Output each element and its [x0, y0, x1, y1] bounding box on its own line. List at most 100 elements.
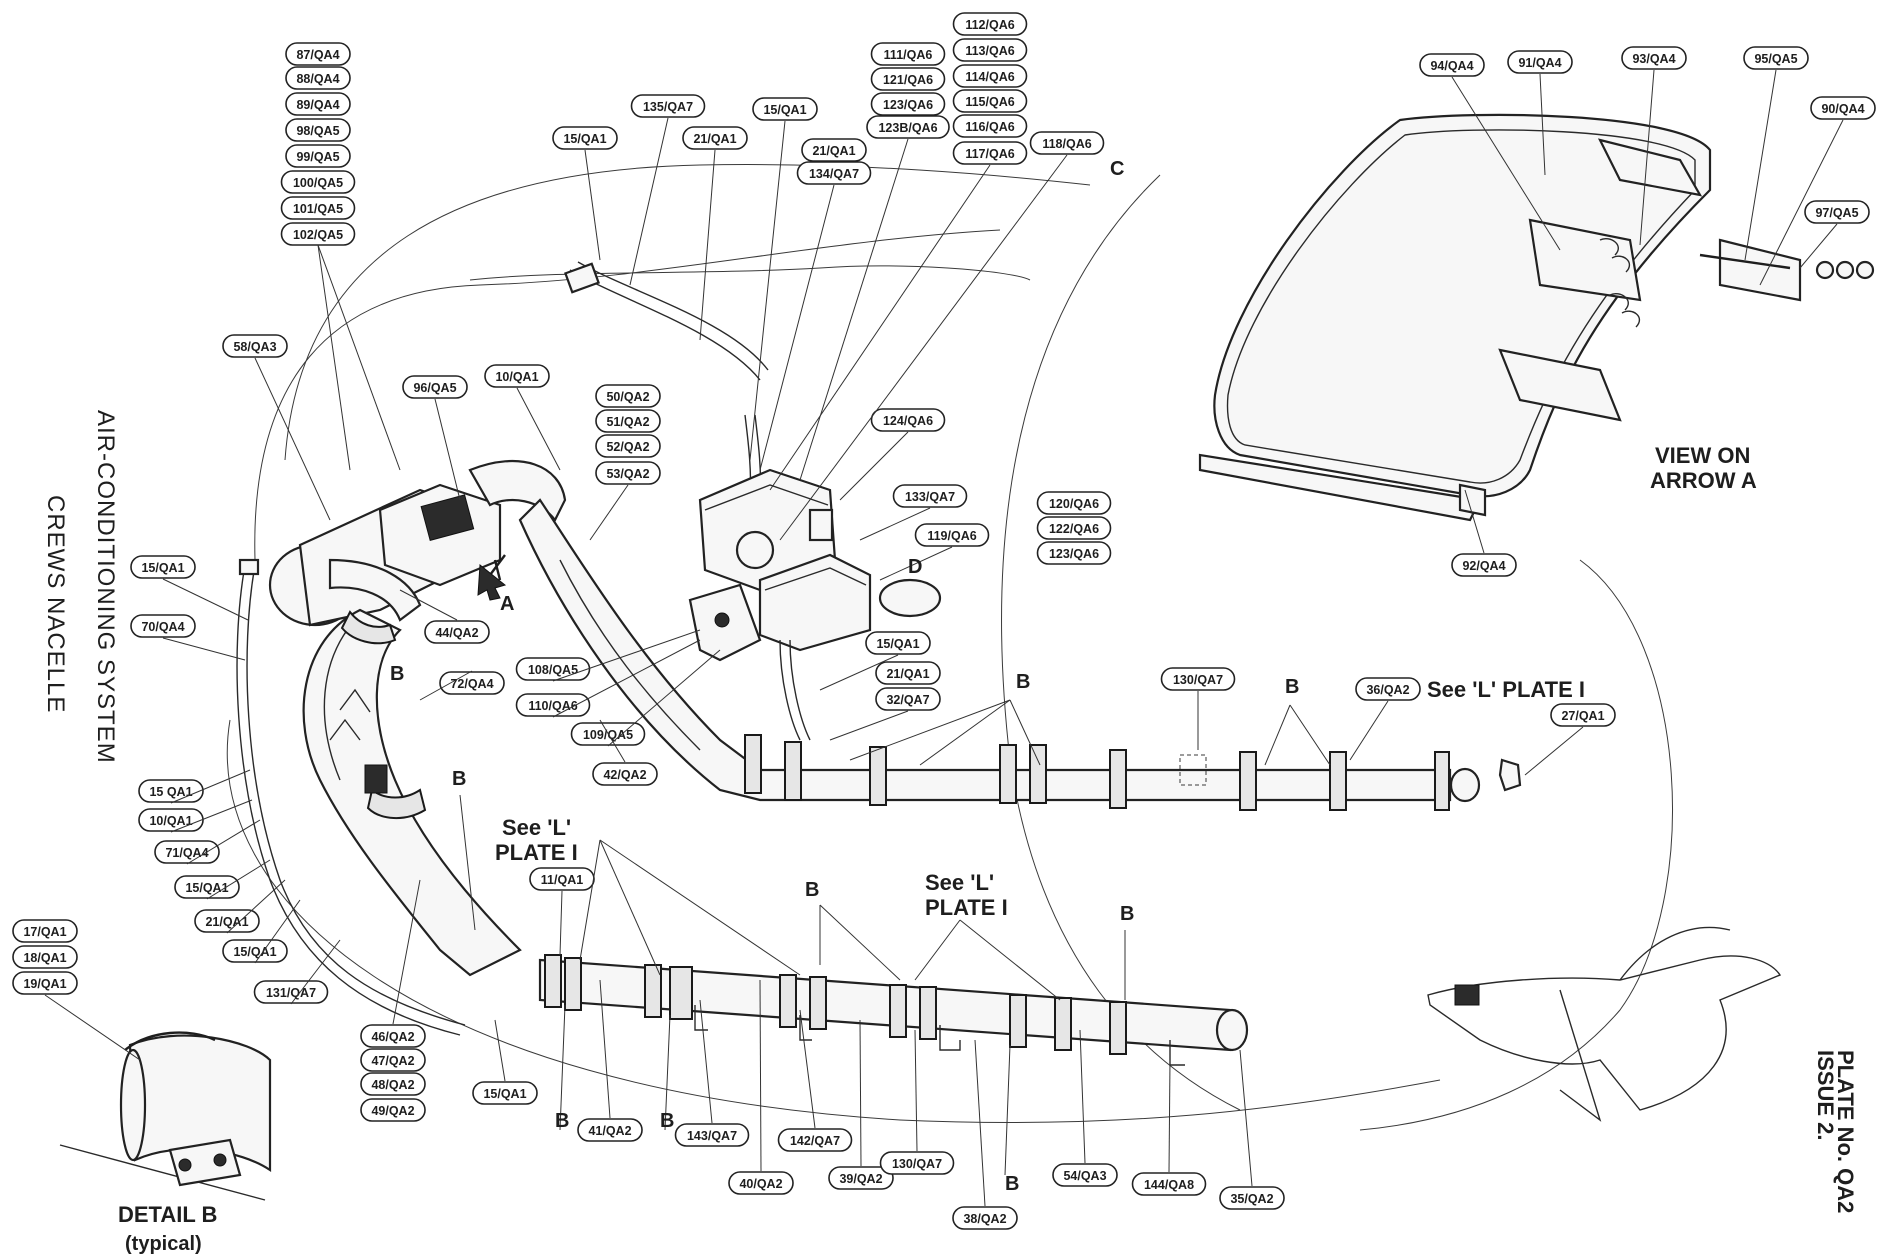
part-tag: 134/QA7 [796, 161, 872, 185]
part-tag-label: 88/QA4 [296, 72, 339, 86]
part-tag: 27/QA1 [1550, 703, 1616, 727]
part-tag: 96/QA5 [402, 375, 468, 399]
leader-line [170, 769, 251, 804]
part-tag-label: 11/QA1 [541, 873, 583, 887]
part-tag: 93/QA4 [1621, 46, 1687, 70]
part-tag: 35/QA2 [1219, 1186, 1285, 1210]
part-tag: 124/QA6 [870, 408, 946, 432]
leader-line [516, 387, 561, 471]
part-tag: 123B/QA6 [866, 115, 950, 139]
title-vertical: AIR-CONDITIONING SYSTEM [92, 410, 119, 764]
part-tag-label: 36/QA2 [1366, 683, 1409, 697]
part-tag: 133/QA7 [892, 484, 968, 508]
part-tag: 72/QA4 [439, 671, 505, 695]
leader-line [629, 117, 669, 286]
part-tag: 15/QA1 [130, 555, 196, 579]
letter-b-5: B [805, 879, 819, 901]
part-tag-label: 91/QA4 [1518, 56, 1561, 70]
aircraft-sketch [1427, 926, 1782, 1122]
upper-duct-clamps [744, 734, 1450, 811]
part-tag-label: 124/QA6 [883, 414, 933, 428]
part-tag: 49/QA2 [360, 1098, 426, 1122]
part-tag: 131/QA7 [253, 980, 329, 1004]
valve-box-d [758, 553, 942, 741]
part-tag: 19/QA1 [12, 971, 78, 995]
leader-line [799, 138, 909, 481]
part-tag: 51/QA2 [595, 409, 661, 433]
part-tag-label: 131/QA7 [266, 986, 316, 1000]
part-tag-label: 92/QA4 [1462, 559, 1505, 573]
leader-line [599, 979, 611, 1119]
leader-line [819, 654, 899, 691]
part-tag: 90/QA4 [1810, 96, 1876, 120]
leader-line [799, 1009, 816, 1129]
part-tag: 114/QA6 [952, 64, 1028, 88]
part-tag: 48/QA2 [360, 1072, 426, 1096]
part-tag: 123/QA6 [870, 92, 946, 116]
part-tag-label: 50/QA2 [606, 390, 649, 404]
see-plate-low-2: PLATE I [925, 895, 1008, 920]
part-tag-label: 54/QA3 [1063, 1169, 1106, 1183]
part-tag-label: 90/QA4 [1821, 102, 1864, 116]
part-tag-label: 96/QA5 [413, 381, 456, 395]
part-tag: 39/QA2 [828, 1166, 894, 1190]
part-tag-label: 97/QA5 [1815, 206, 1858, 220]
part-tag-label: 70/QA4 [141, 620, 184, 634]
part-tag: 112/QA6 [952, 12, 1028, 36]
part-tag: 42/QA2 [592, 762, 658, 786]
part-tag: 52/QA2 [595, 434, 661, 458]
part-tag-label: 21/QA1 [205, 915, 248, 929]
part-tag: 121/QA6 [870, 67, 946, 91]
part-tag: 36/QA2 [1355, 677, 1421, 701]
leader-line [392, 879, 421, 1025]
view-label-2: ARROW A [1650, 468, 1757, 493]
part-tag-label: 134/QA7 [809, 167, 859, 181]
part-tag: 15/QA1 [174, 875, 240, 899]
part-tag-label: 32/QA7 [886, 693, 929, 707]
part-tag: 95/QA5 [1743, 46, 1809, 70]
subtitle-vertical: CREWS NACELLE [42, 495, 69, 713]
leader-line [317, 244, 401, 471]
part-tag: 118/QA6 [1029, 131, 1105, 155]
part-tag-label: 53/QA2 [606, 467, 649, 481]
leader-line [459, 794, 476, 931]
part-tag: 10/QA1 [484, 364, 550, 388]
lower-duct-clamps [544, 954, 1127, 1055]
part-tag: 117/QA6 [952, 141, 1028, 165]
part-tag: 130/QA7 [879, 1151, 955, 1175]
letter-a: A [500, 593, 514, 615]
part-tag-label: 94/QA4 [1430, 59, 1473, 73]
leader-line [1451, 76, 1561, 251]
leader-line [254, 899, 301, 964]
part-tag: 89/QA4 [285, 92, 351, 116]
leader-line [1639, 69, 1655, 246]
part-tag: 99/QA5 [285, 144, 351, 168]
detail-b-sub: (typical) [125, 1233, 202, 1255]
leader-line [559, 890, 563, 956]
sensor-box [688, 583, 762, 662]
part-tag-label: 21/QA1 [886, 667, 929, 681]
leader-line [759, 184, 835, 471]
part-tag-label: 10/QA1 [495, 370, 538, 384]
part-tag-label: 123B/QA6 [878, 121, 937, 135]
leader-line [959, 919, 1061, 1001]
part-tag: 142/QA7 [777, 1128, 853, 1152]
upper-long-duct [518, 498, 1522, 811]
part-tag-label: 102/QA5 [293, 228, 343, 242]
letter-b-6: B [1120, 903, 1134, 925]
part-tag: 21/QA1 [875, 661, 941, 685]
part-tag-label: 101/QA5 [293, 202, 343, 216]
part-tag-label: 39/QA2 [839, 1172, 882, 1186]
mixer-unit [268, 460, 567, 627]
part-tag-label: 115/QA6 [965, 95, 1014, 109]
left-thin-hose [236, 558, 466, 1036]
part-tag-label: 87/QA4 [296, 48, 339, 62]
leader-line [859, 1019, 862, 1167]
part-tag: 10/QA1 [138, 808, 204, 832]
leader-line [1759, 119, 1844, 286]
letter-b-2: B [452, 768, 466, 790]
letter-d: D [908, 556, 922, 578]
letter-b-3: B [1016, 671, 1030, 693]
part-tag-label: 52/QA2 [606, 440, 649, 454]
part-tag: 92/QA4 [1451, 553, 1517, 577]
